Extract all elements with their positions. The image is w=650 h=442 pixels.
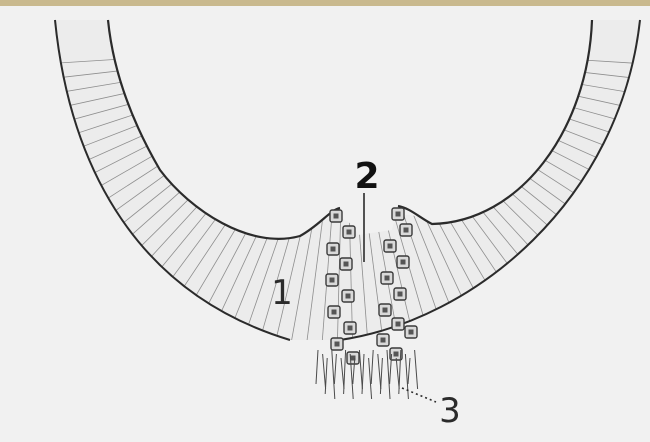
- callout-label-3: 3: [439, 391, 461, 431]
- cell-nucleus: [385, 276, 390, 281]
- callout-label-1: 1: [271, 273, 293, 313]
- cell-nucleus: [398, 292, 403, 297]
- cell-nucleus: [344, 262, 349, 267]
- cell-nucleus: [331, 247, 336, 252]
- cell-nucleus: [381, 338, 386, 343]
- cell-nucleus: [348, 326, 353, 331]
- cell-nucleus: [396, 322, 401, 327]
- cell-nucleus: [383, 308, 388, 313]
- callout-label-2: 2: [354, 156, 379, 197]
- cell-nucleus: [396, 212, 401, 217]
- cell-nucleus: [334, 214, 339, 219]
- cell-nucleus: [409, 330, 414, 335]
- cell-nucleus: [332, 310, 337, 315]
- cell-nucleus: [394, 352, 399, 357]
- cell-nucleus: [401, 260, 406, 265]
- cell-nucleus: [388, 244, 393, 249]
- frame-edge: [0, 0, 650, 6]
- cell-nucleus: [347, 230, 352, 235]
- cell-nucleus: [335, 342, 340, 347]
- cell-nucleus: [346, 294, 351, 299]
- cell-nucleus: [330, 278, 335, 283]
- cell-nucleus: [404, 228, 409, 233]
